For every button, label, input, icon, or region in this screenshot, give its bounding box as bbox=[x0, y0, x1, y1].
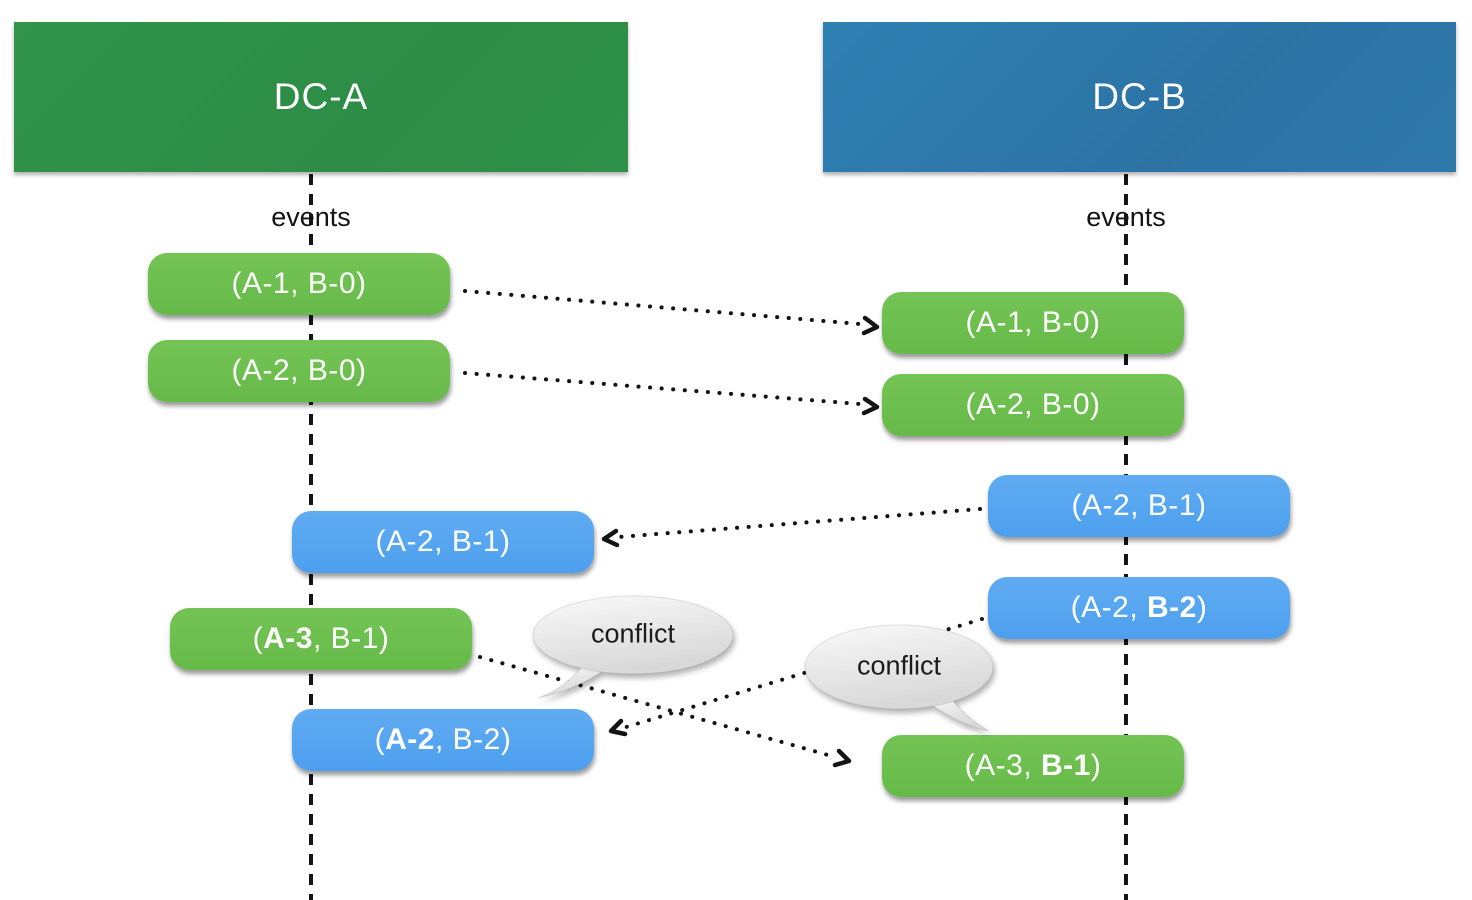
arrowhead-right-2 bbox=[861, 396, 880, 416]
event-pill-dcb-a2-b0: (A-2, B-0) bbox=[882, 374, 1184, 436]
arrow-a2b1-to-dca bbox=[616, 507, 982, 539]
pill-label-segment: B-2 bbox=[1147, 591, 1197, 624]
header-dc-b-title: DC-B bbox=[1092, 76, 1187, 117]
pill-label-segment: B-1 bbox=[1041, 749, 1091, 782]
event-pill-dca-a2-b0: (A-2, B-0) bbox=[148, 340, 450, 402]
replication-arrows bbox=[463, 289, 984, 759]
arrow-a1b0-to-dcb bbox=[463, 289, 862, 326]
pill-label-segment: ( bbox=[252, 622, 264, 655]
event-pill-dcb-a2-b1: (A-2, B-1) bbox=[988, 475, 1290, 537]
conflict-label-left: conflict bbox=[590, 618, 676, 649]
pill-label-segment: (A-1, B-0) bbox=[231, 267, 367, 300]
pill-label-segment: , B-1) bbox=[312, 622, 390, 655]
event-pill-dcb-a2-b2: (A-2, B-2) bbox=[988, 577, 1290, 639]
event-pill-dcb-a1-b0: (A-1, B-0) bbox=[882, 292, 1184, 354]
pill-label-segment: (A-2, B-0) bbox=[965, 388, 1101, 421]
pill-label-segment: (A-3, bbox=[964, 749, 1041, 782]
conflict-label-right: conflict bbox=[856, 650, 942, 681]
events-label-dc-b: events bbox=[1086, 202, 1166, 232]
pill-label-segment: ) bbox=[1090, 749, 1102, 782]
arrowhead-left-2 bbox=[608, 718, 628, 737]
pill-label-segment: ( bbox=[374, 723, 386, 756]
arrowheads bbox=[601, 315, 880, 768]
event-pill-dca-a2-b2: (A-2, B-2) bbox=[292, 709, 594, 771]
pill-label-segment: (A-1, B-0) bbox=[965, 306, 1101, 339]
pill-label-segment: (A-2, B-0) bbox=[231, 354, 367, 387]
pill-label-segment: ) bbox=[1196, 591, 1208, 624]
pill-label-segment: , B-2) bbox=[434, 723, 512, 756]
pill-label-segment: (A-2, bbox=[1070, 591, 1147, 624]
pill-label-segment: (A-2, B-1) bbox=[1071, 489, 1207, 522]
event-pill-dca-a3-b1: (A-3, B-1) bbox=[170, 608, 472, 670]
arrow-a3b1-to-dcb bbox=[478, 655, 837, 759]
header-dc-b: DC-B bbox=[823, 22, 1456, 172]
pill-label-segment: A-2 bbox=[385, 723, 435, 756]
header-dc-a-title: DC-A bbox=[273, 76, 369, 117]
header-dc-a: DC-A bbox=[14, 22, 628, 172]
event-pill-dca-a1-b0: (A-1, B-0) bbox=[148, 253, 450, 315]
event-pill-dca-a2-b1: (A-2, B-1) bbox=[292, 511, 594, 573]
pill-label-segment: A-3 bbox=[263, 622, 313, 655]
arrowhead-right-1 bbox=[861, 315, 880, 336]
pill-label-segment: (A-2, B-1) bbox=[375, 525, 511, 558]
events-label-dc-a: events bbox=[271, 202, 351, 232]
arrow-a2b2-to-dca bbox=[621, 617, 984, 730]
arrowhead-right-3 bbox=[832, 748, 852, 768]
event-pill-dcb-a3-b1: (A-3, B-1) bbox=[882, 735, 1184, 797]
arrow-a2b0-to-dcb bbox=[463, 371, 862, 406]
arrowhead-left-1 bbox=[601, 528, 620, 548]
